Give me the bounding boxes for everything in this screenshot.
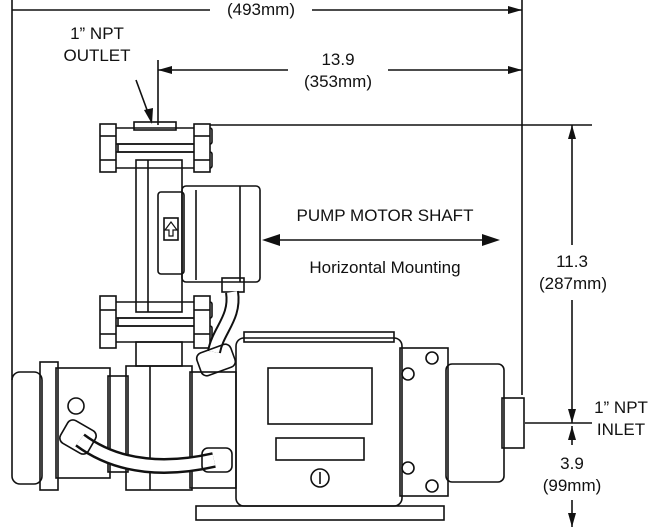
base-inches: 3.9	[560, 454, 584, 473]
up-arrow-icon	[163, 217, 179, 241]
inlet-label-name: INLET	[596, 420, 646, 439]
base-mm: (99mm)	[542, 476, 602, 495]
top-flange	[99, 121, 213, 173]
left-housing	[11, 361, 237, 491]
right-housing	[399, 347, 525, 497]
overall-width-dimension	[11, 0, 523, 395]
shaft-title: PUMP MOTOR SHAFT	[296, 206, 474, 225]
meter-housing	[195, 331, 445, 521]
outlet-leader	[135, 79, 153, 124]
bottom-flange	[99, 295, 213, 367]
overall-width-mm: (493mm)	[226, 0, 295, 19]
outlet-inlet-mm: (353mm)	[303, 72, 372, 91]
base-dimension	[525, 422, 592, 527]
outlet-inlet-dimension	[157, 60, 522, 125]
height-mm: (287mm)	[538, 274, 607, 293]
outlet-inlet-inches: 13.9	[321, 50, 355, 69]
height-dimension	[206, 124, 592, 423]
height-inches: 11.3	[556, 252, 588, 271]
outlet-label-size: 1” NPT	[70, 24, 124, 43]
outlet-label-name: OUTLET	[63, 46, 131, 65]
shaft-mounting: Horizontal Mounting	[309, 258, 461, 277]
pump-body	[11, 121, 525, 521]
shaft-direction-arrow	[262, 234, 500, 246]
inlet-label-size: 1” NPT	[594, 398, 648, 417]
